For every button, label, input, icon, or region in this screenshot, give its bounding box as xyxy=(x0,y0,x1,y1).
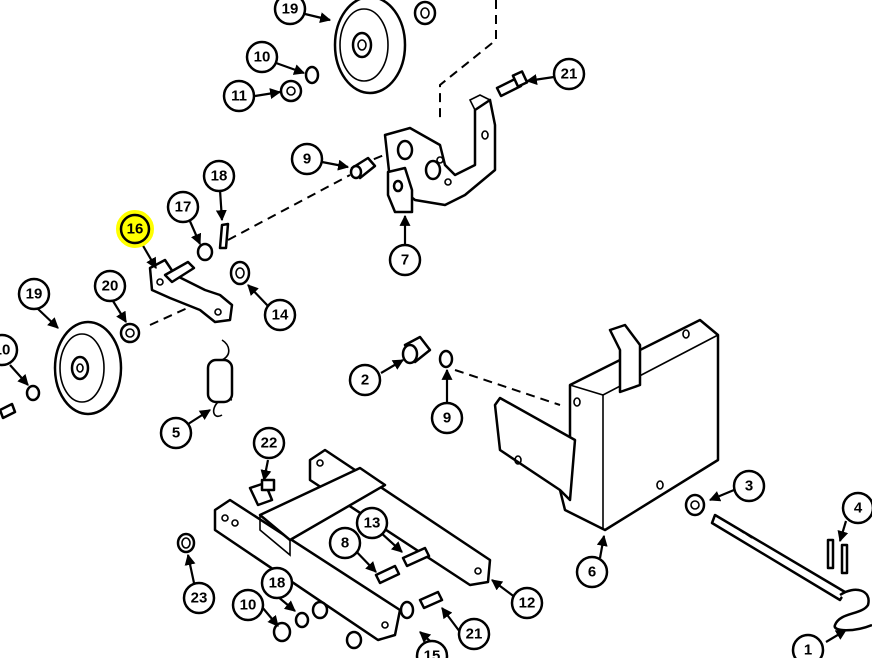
svg-text:10: 10 xyxy=(240,597,257,614)
bracket-6 xyxy=(493,318,720,532)
pins-4 xyxy=(826,538,849,575)
arm-16 xyxy=(148,258,234,324)
nut-lower-bottom xyxy=(345,630,363,650)
svg-text:10: 10 xyxy=(254,49,271,66)
washer-10-top xyxy=(304,65,320,85)
callout-1: 1 xyxy=(791,633,825,658)
callout-5-spring: 5 xyxy=(159,416,193,450)
bolt-13 xyxy=(401,546,431,568)
callout-2: 2 xyxy=(348,363,382,397)
callout-19-top: 19 xyxy=(273,0,307,26)
svg-text:21: 21 xyxy=(561,66,578,83)
svg-text:1: 1 xyxy=(804,642,812,658)
svg-text:12: 12 xyxy=(519,595,536,612)
spacer-9-top xyxy=(349,156,377,180)
svg-text:2: 2 xyxy=(361,372,369,389)
svg-text:17: 17 xyxy=(175,199,192,216)
callout-9-mid: 9 xyxy=(430,401,464,435)
bolt-left-edge xyxy=(0,402,17,420)
callout-3: 3 xyxy=(732,469,766,503)
callout-11-top: 11 xyxy=(222,79,256,113)
callout-10-left: 10 xyxy=(0,333,19,367)
callout-22: 22 xyxy=(252,426,286,460)
washer-lower-mid xyxy=(399,600,415,620)
callout-15-low: 15 xyxy=(415,639,449,658)
svg-text:4: 4 xyxy=(854,500,863,517)
callout-6: 6 xyxy=(575,555,609,589)
nut-18-lower xyxy=(294,611,310,629)
rod-1 xyxy=(710,513,872,632)
callout-7: 7 xyxy=(388,243,422,277)
callout-21-top: 21 xyxy=(552,57,586,91)
svg-text:8: 8 xyxy=(341,535,349,552)
svg-text:9: 9 xyxy=(443,410,451,427)
nut-10-lower xyxy=(311,600,329,620)
leader-arrows xyxy=(9,12,849,643)
washer-23 xyxy=(176,532,196,554)
bushing-20 xyxy=(119,322,141,344)
pulley-top xyxy=(333,0,407,95)
svg-text:18: 18 xyxy=(211,168,228,185)
nut-lower-left xyxy=(272,621,292,643)
nut-14 xyxy=(229,260,251,286)
callout-19-left: 19 xyxy=(17,277,51,311)
callout-9-top: 9 xyxy=(290,142,324,176)
callout-16-highlighted: 16 xyxy=(116,210,154,248)
callout-17: 17 xyxy=(166,190,200,224)
callout-10-top: 10 xyxy=(245,40,279,74)
callout-8-lower: 8 xyxy=(328,526,362,560)
svg-text:5: 5 xyxy=(172,425,180,442)
svg-text:13: 13 xyxy=(364,515,381,532)
svg-text:22: 22 xyxy=(261,435,278,452)
svg-text:23: 23 xyxy=(191,590,208,607)
bolt-22 xyxy=(248,478,276,507)
callout-4: 4 xyxy=(841,491,872,525)
callout-21-low: 21 xyxy=(457,617,491,651)
svg-text:10: 10 xyxy=(0,342,10,359)
bolt-21-top xyxy=(495,70,529,98)
bracket-7 xyxy=(383,94,497,214)
washer-17 xyxy=(196,242,214,262)
svg-text:21: 21 xyxy=(466,626,483,643)
nut-3 xyxy=(684,493,706,517)
nut-top-right xyxy=(413,0,437,26)
svg-text:19: 19 xyxy=(26,286,43,303)
svg-text:11: 11 xyxy=(231,88,247,105)
callout-20: 20 xyxy=(93,269,127,303)
svg-text:18: 18 xyxy=(269,575,286,592)
washer-10-left xyxy=(25,384,41,402)
svg-text:15: 15 xyxy=(424,648,441,658)
bolt-8-lower xyxy=(374,564,401,585)
callout-13: 13 xyxy=(355,506,389,540)
svg-text:7: 7 xyxy=(401,252,409,269)
cotter-pin-18 xyxy=(218,222,230,250)
nut-11-top xyxy=(279,79,303,103)
callout-18-mid: 18 xyxy=(202,159,236,193)
callout-18-low: 18 xyxy=(260,566,294,600)
svg-text:20: 20 xyxy=(102,278,119,295)
svg-text:9: 9 xyxy=(303,151,311,168)
svg-text:3: 3 xyxy=(745,478,753,495)
callout-12: 12 xyxy=(510,586,544,620)
linkage-frame xyxy=(213,448,492,642)
svg-text:6: 6 xyxy=(588,564,596,581)
spacer-2 xyxy=(401,335,432,365)
svg-text:14: 14 xyxy=(272,307,289,324)
callout-10-low: 10 xyxy=(231,588,265,622)
pulley-left xyxy=(53,320,123,416)
washer-5 xyxy=(438,349,454,369)
callout-14: 14 xyxy=(263,298,297,332)
spring-5 xyxy=(206,339,234,418)
bolt-21-lower xyxy=(418,590,444,610)
svg-text:16: 16 xyxy=(127,221,144,238)
svg-text:19: 19 xyxy=(282,1,299,18)
callout-23: 23 xyxy=(182,581,216,615)
